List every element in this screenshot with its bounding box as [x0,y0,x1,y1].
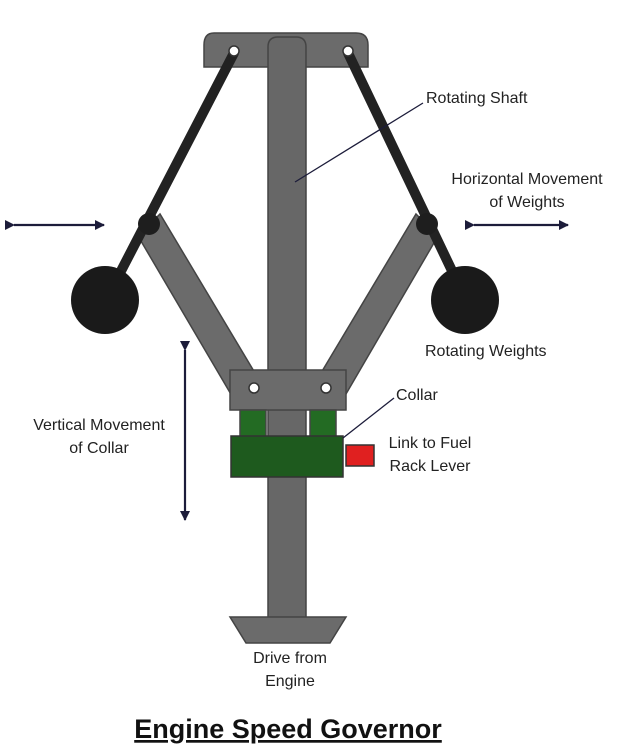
rotating-shaft [267,36,307,626]
label-vertical-movement-2: of Collar [69,440,129,457]
sleeve-pivot-left [248,382,260,394]
label-horizontal-movement-2: of Weights [489,194,564,211]
label-horizontal-movement: Horizontal Movement [451,171,603,188]
collar-stud-left [239,409,267,438]
diagram-title: Engine Speed Governor [134,714,442,744]
right-joint [416,213,438,235]
label-rotating-weights: Rotating Weights [425,343,547,360]
left-lower-link [137,212,260,398]
label-collar: Collar [396,387,438,404]
shaft-leader [294,102,424,183]
label-engine: Engine [265,673,315,690]
right-weight [431,266,499,334]
top-pivot-left [228,45,240,57]
sleeve-pivot-right [320,382,332,394]
left-arm [102,48,239,303]
right-lower-link [316,212,439,396]
top-pivot-right [342,45,354,57]
label-drive-from: Drive from [253,650,327,667]
label-vertical-movement: Vertical Movement [33,417,165,434]
left-weight [71,266,139,334]
fuel-rack-link [345,444,375,467]
collar [230,435,344,478]
collar-leader [342,397,395,439]
label-link-to-fuel: Link to Fuel [389,435,472,452]
right-arm [343,48,470,303]
label-rack-lever: Rack Lever [390,458,472,475]
left-joint [138,213,160,235]
collar-stud-right [309,409,337,438]
label-rotating-shaft: Rotating Shaft [426,90,528,107]
drive-base [228,616,348,644]
